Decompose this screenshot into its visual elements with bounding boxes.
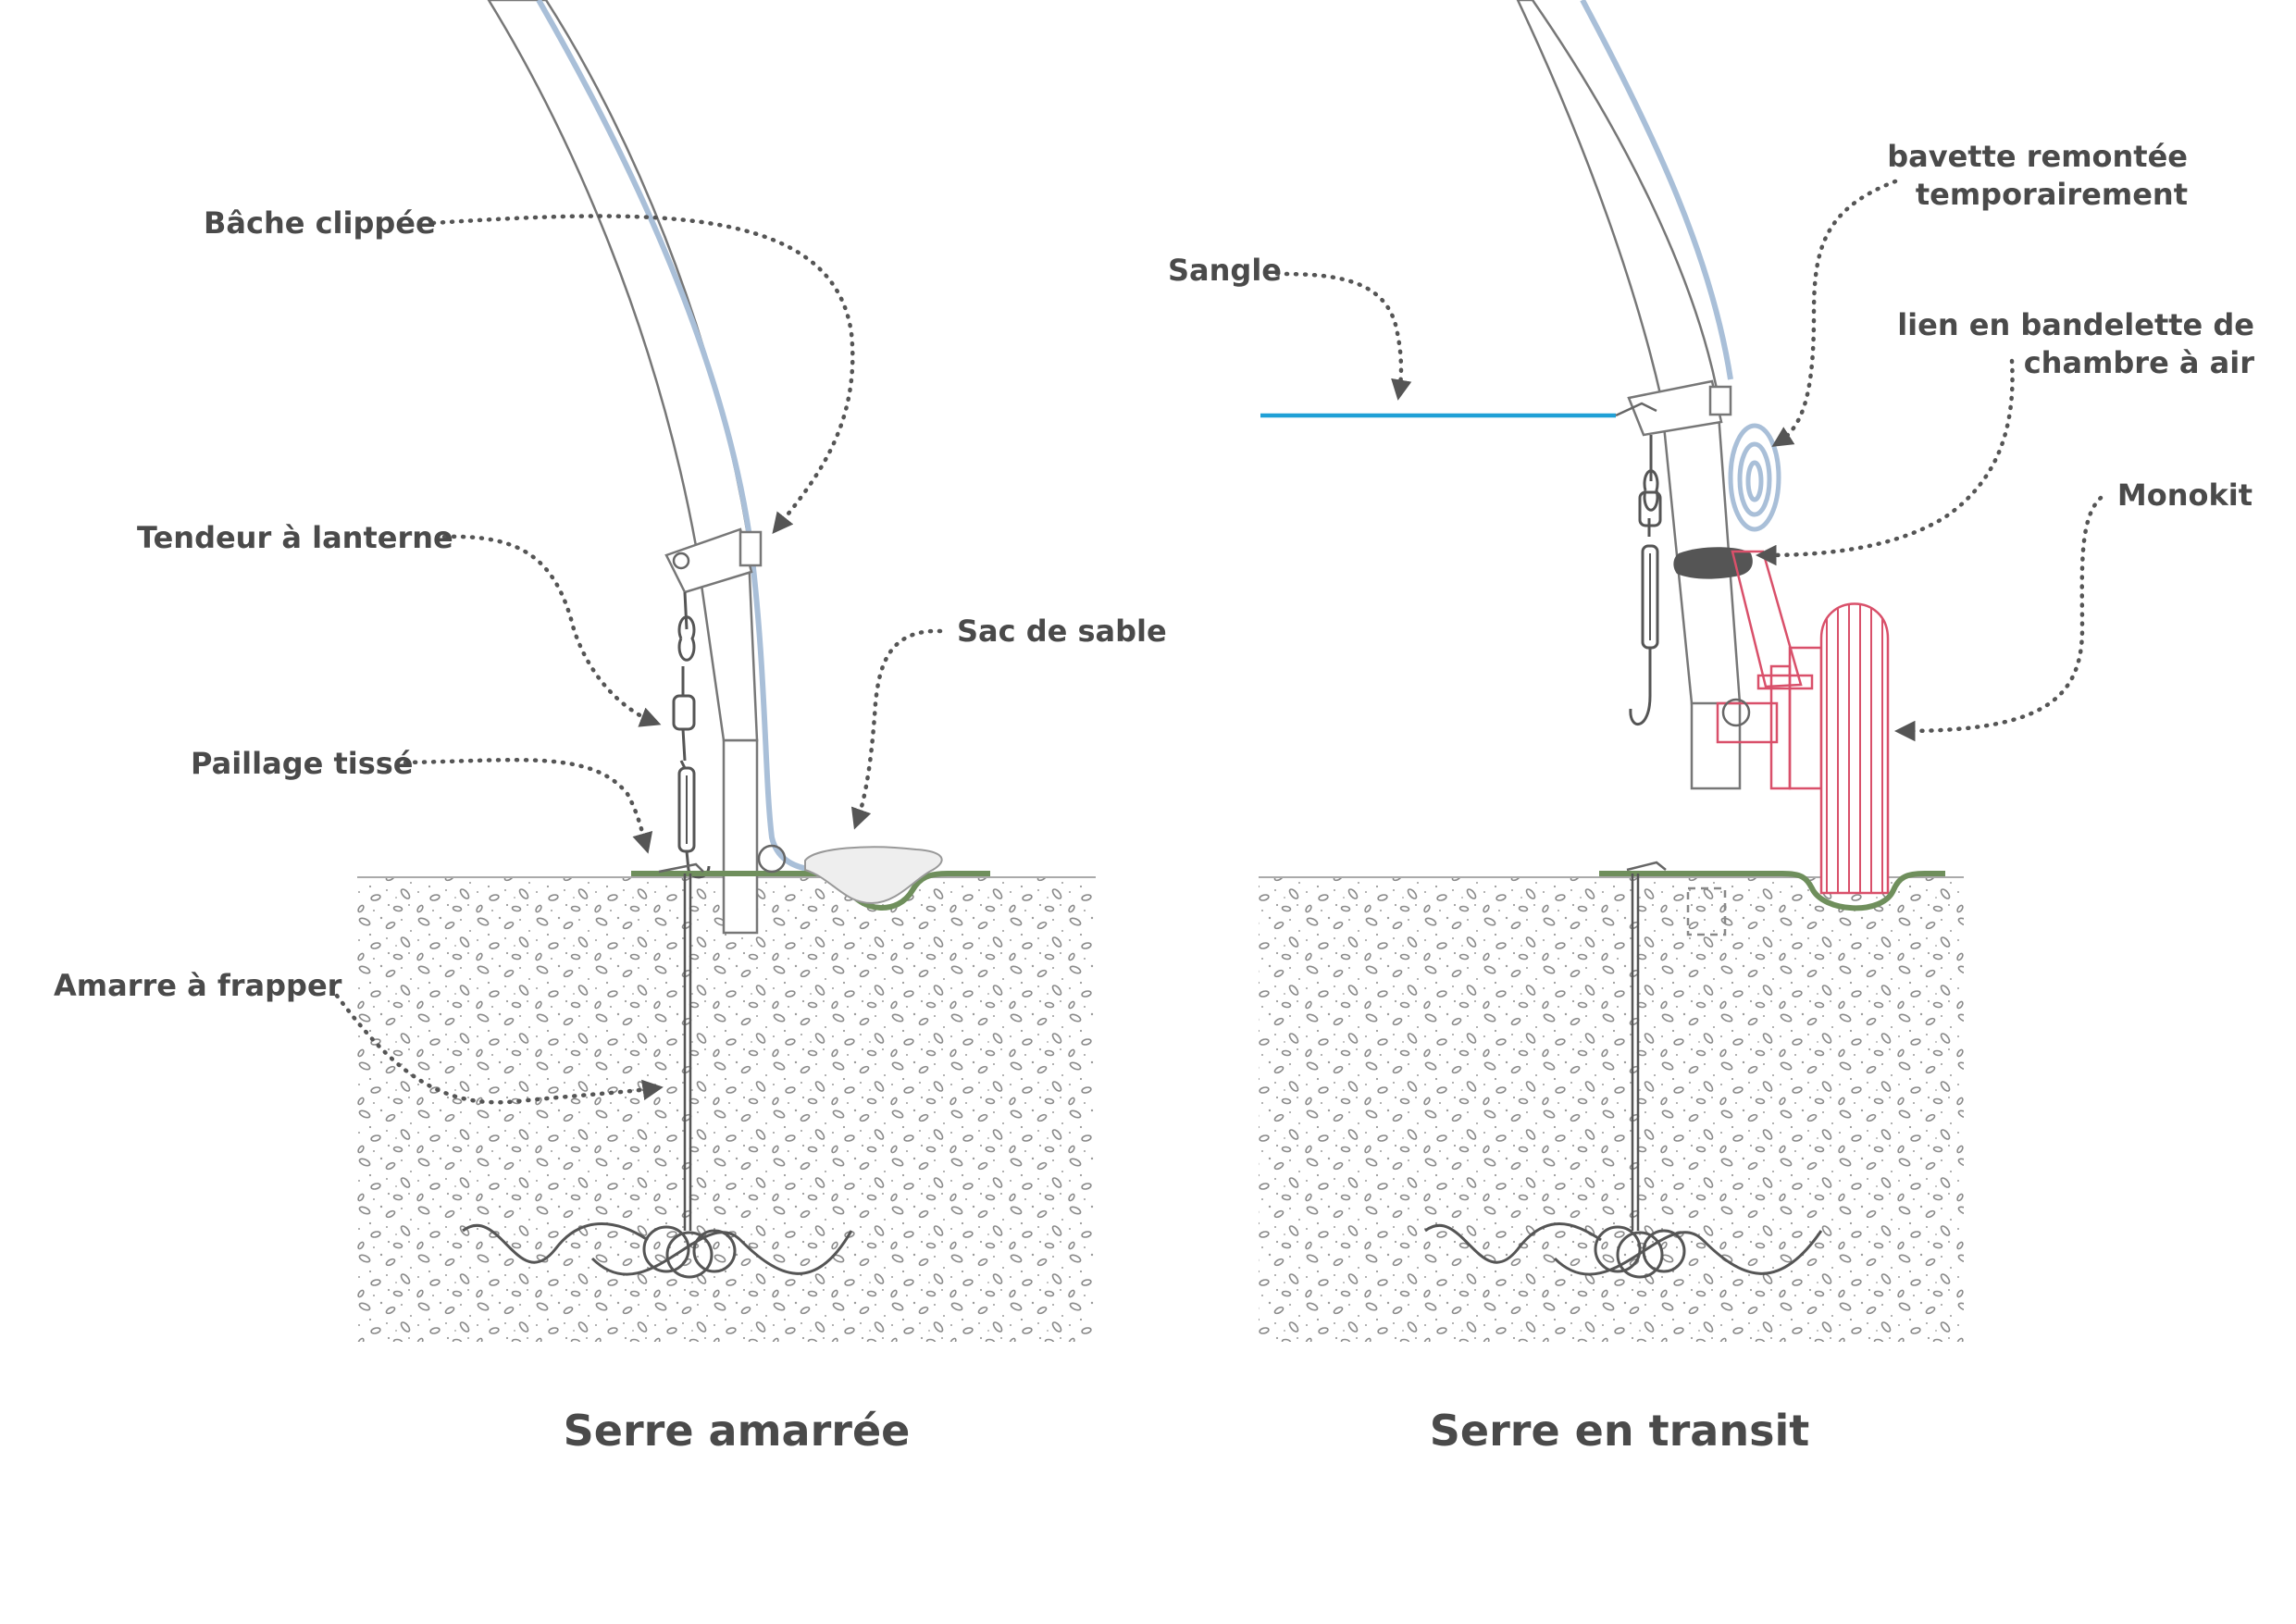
caption-serre-en-transit: Serre en transit [1430, 1406, 1809, 1456]
helix-left [462, 1222, 853, 1276]
hoop-pipe-left [487, 0, 750, 548]
label-sac-de-sable: Sac de sable [957, 614, 1167, 649]
right-scene [1259, 0, 1964, 1342]
label-amarre-a-frapper: Amarre à frapper [54, 968, 342, 1003]
chain-right [1643, 435, 1659, 537]
label-monokit: Monokit [2117, 477, 2253, 513]
caption-serre-amarree: Serre amarrée [564, 1406, 911, 1456]
soil-right [1259, 877, 1964, 1342]
sandbag-left [804, 846, 943, 905]
clip-bracket-left [664, 527, 753, 594]
labels: Bâche clippée Tendeur à lanterne Paillag… [54, 139, 2254, 1003]
label-lien-line1: lien en bandelette de [1897, 307, 2254, 342]
ground-post-left [722, 738, 759, 935]
left-scene [357, 0, 1096, 1342]
label-tendeur-a-lanterne: Tendeur à lanterne [137, 520, 453, 555]
helix-right [1424, 1222, 1823, 1276]
monokit [1716, 550, 1890, 895]
hoop-pipe-right [1516, 0, 1719, 400]
label-sangle: Sangle [1168, 253, 1282, 288]
label-bavette-line2: temporairement [1916, 177, 2188, 212]
tarp-right [1580, 0, 1733, 380]
hook-right [1629, 648, 1652, 725]
rolled-tarp-coil [1728, 423, 1781, 532]
label-bache-clippee: Bâche clippée [204, 205, 436, 241]
soil-left [357, 877, 1096, 1342]
label-paillage-tisse: Paillage tissé [191, 746, 414, 781]
mulch-right [1599, 871, 1945, 911]
stake-plate-left [658, 862, 704, 874]
chain-left [677, 591, 696, 696]
leader-lines [334, 179, 2104, 1105]
label-bavette-line1: bavette remontée [1887, 139, 2188, 174]
ground-post-right [1690, 701, 1742, 790]
label-lien-line2: chambre à air [2024, 345, 2255, 380]
